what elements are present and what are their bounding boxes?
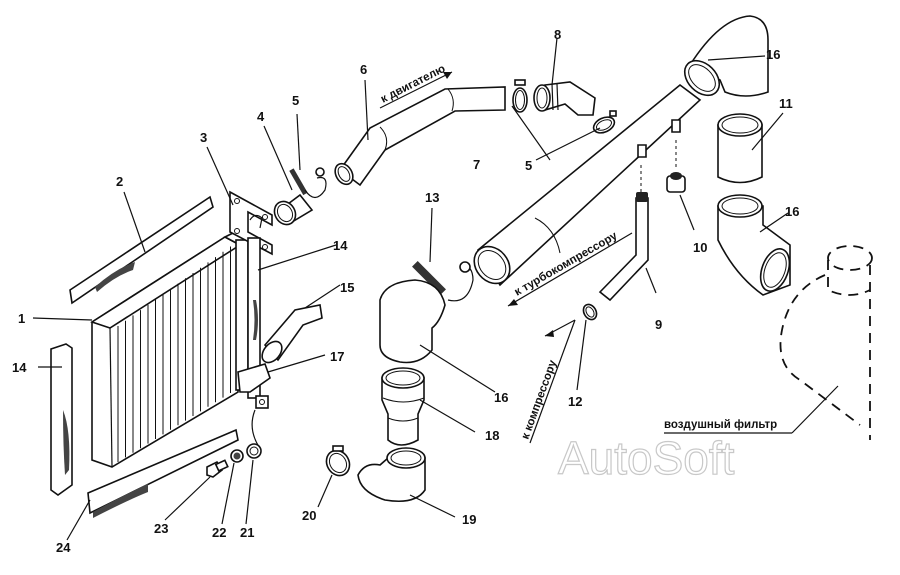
arrow-to-compressor: к компрессору [520, 319, 576, 444]
label-part-19: 19 [462, 512, 476, 527]
label-part-12: 12 [568, 394, 582, 409]
part-14-side-seal-right [247, 237, 261, 399]
label-part-10: 10 [693, 240, 707, 255]
part-16-elbow-right [717, 194, 791, 296]
pipe-to-turbocharger [473, 83, 702, 287]
part-10-plug [666, 140, 686, 193]
label-part-22: 22 [212, 525, 226, 540]
part-3-bracket [229, 190, 273, 256]
label-part-7: 7 [473, 157, 480, 172]
label-part-20: 20 [302, 508, 316, 523]
part-11-sleeve [717, 113, 763, 184]
label-part-3: 3 [200, 130, 207, 145]
label-part-2: 2 [116, 174, 123, 189]
label-part-18: 18 [485, 428, 499, 443]
part-16-elbow-middle [379, 279, 446, 364]
label-part-13: 13 [425, 190, 439, 205]
part-12-clamp [582, 303, 598, 321]
core-fins [117, 246, 231, 462]
part-2-seal-strip [69, 195, 214, 305]
part-13-clamp [412, 261, 474, 302]
leader-lines [32, 37, 789, 541]
part-labels: 2 1 3 4 5 6 7 8 5 16 11 10 16 9 12 13 14… [12, 27, 799, 555]
part-18-reducer [381, 367, 425, 446]
air-filter-callout: воздушный фильтр [664, 385, 839, 434]
part-17-lower-bracket [237, 363, 271, 451]
to-compressor-caption: к компрессору [520, 358, 560, 441]
label-part-14-right: 14 [333, 238, 348, 253]
label-part-5b: 5 [525, 158, 532, 173]
label-part-23: 23 [154, 521, 168, 536]
label-part-16-top: 16 [766, 47, 780, 62]
label-part-15: 15 [340, 280, 354, 295]
part-9-hose [598, 165, 649, 302]
part-6-pipe-to-engine [334, 86, 506, 187]
label-part-9: 9 [655, 317, 662, 332]
label-part-17: 17 [330, 349, 344, 364]
part-20-clamp [325, 445, 351, 477]
part-7-clamp [512, 79, 528, 113]
label-part-6: 6 [360, 62, 367, 77]
label-part-14-left: 14 [12, 360, 27, 375]
part-5-clamp-right [592, 110, 617, 134]
label-part-21: 21 [240, 525, 254, 540]
part-5-clamp-left [289, 167, 327, 199]
part-14-side-seal-left [50, 343, 73, 496]
label-part-1: 1 [18, 311, 25, 326]
label-part-16-middle: 16 [494, 390, 508, 405]
part-23-bolt [206, 459, 229, 478]
label-part-11: 11 [779, 96, 793, 111]
part-8-elbow-hose [533, 81, 596, 116]
air-filter-caption: воздушный фильтр [664, 419, 777, 431]
part-1-intercooler-core [90, 231, 249, 468]
label-part-8: 8 [554, 27, 561, 42]
watermark-text: AutoSoft [558, 432, 735, 484]
label-part-16-right: 16 [785, 204, 799, 219]
part-19-elbow [357, 447, 426, 503]
part-15-bent-hose [261, 304, 323, 364]
air-filter-outline [779, 245, 873, 440]
label-part-24: 24 [56, 540, 71, 555]
part-16-elbow-top [683, 15, 769, 97]
part-4-sleeve [273, 193, 314, 226]
part-21-nut [246, 443, 262, 459]
part-24-bottom-seal [87, 428, 239, 518]
label-part-4: 4 [257, 109, 265, 124]
label-part-5a: 5 [292, 93, 299, 108]
part-22-washer [230, 449, 244, 463]
